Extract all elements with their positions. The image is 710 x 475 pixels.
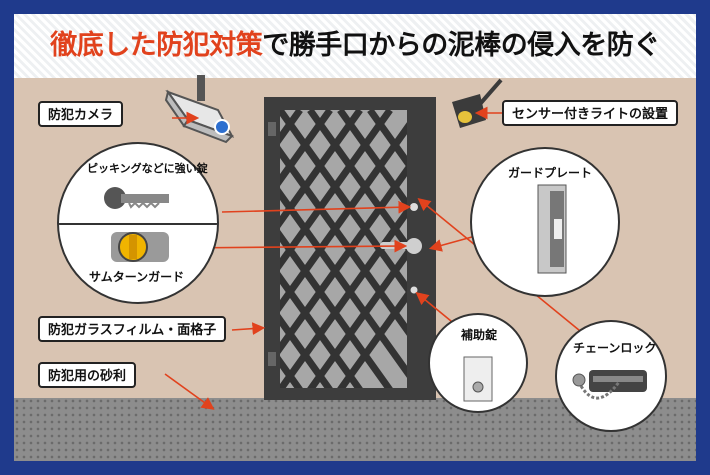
key-icon [104, 187, 169, 209]
camera-icon [164, 75, 235, 144]
circle-divider [59, 223, 217, 225]
lock-circle [57, 142, 219, 304]
chain-lock-graphics [572, 370, 647, 400]
thumbturn-icon [111, 232, 169, 262]
label-camera: 防犯カメラ [38, 101, 124, 127]
guard-plate-graphics [537, 184, 567, 274]
aux-lock-circle [428, 313, 528, 413]
gravel-ground [14, 398, 696, 461]
lock-graphics [104, 187, 169, 262]
circle-label-lock: ピッキングなどに強い錠 [87, 162, 208, 175]
label-gravel: 防犯用の砂利 [38, 362, 137, 388]
circle-label-chain-lock: チェーンロック [573, 341, 657, 355]
page-title: 徹底した防犯対策で勝手口からの泥棒の侵入を防ぐ [14, 14, 696, 78]
aux-lock-graphics [463, 356, 493, 402]
title-accent: 徹底した防犯対策 [50, 30, 263, 61]
guard-plate-circle [470, 147, 620, 297]
sensor-light-icon [452, 78, 503, 128]
label-security-film: 防犯ガラスフィルム・面格子 [38, 316, 227, 342]
chain-lock-circle [555, 320, 667, 432]
title-bar [14, 14, 696, 78]
circle-label-thumbturn: サムターンガード [89, 270, 185, 284]
circle-label-aux-lock: 補助錠 [461, 328, 498, 342]
title-rest: で勝手口からの泥棒の侵入を防ぐ [262, 30, 660, 61]
door [264, 97, 436, 400]
circle-label-guard-plate: ガードプレート [508, 166, 593, 180]
label-sensor-light: センサー付きライトの設置 [502, 100, 679, 126]
